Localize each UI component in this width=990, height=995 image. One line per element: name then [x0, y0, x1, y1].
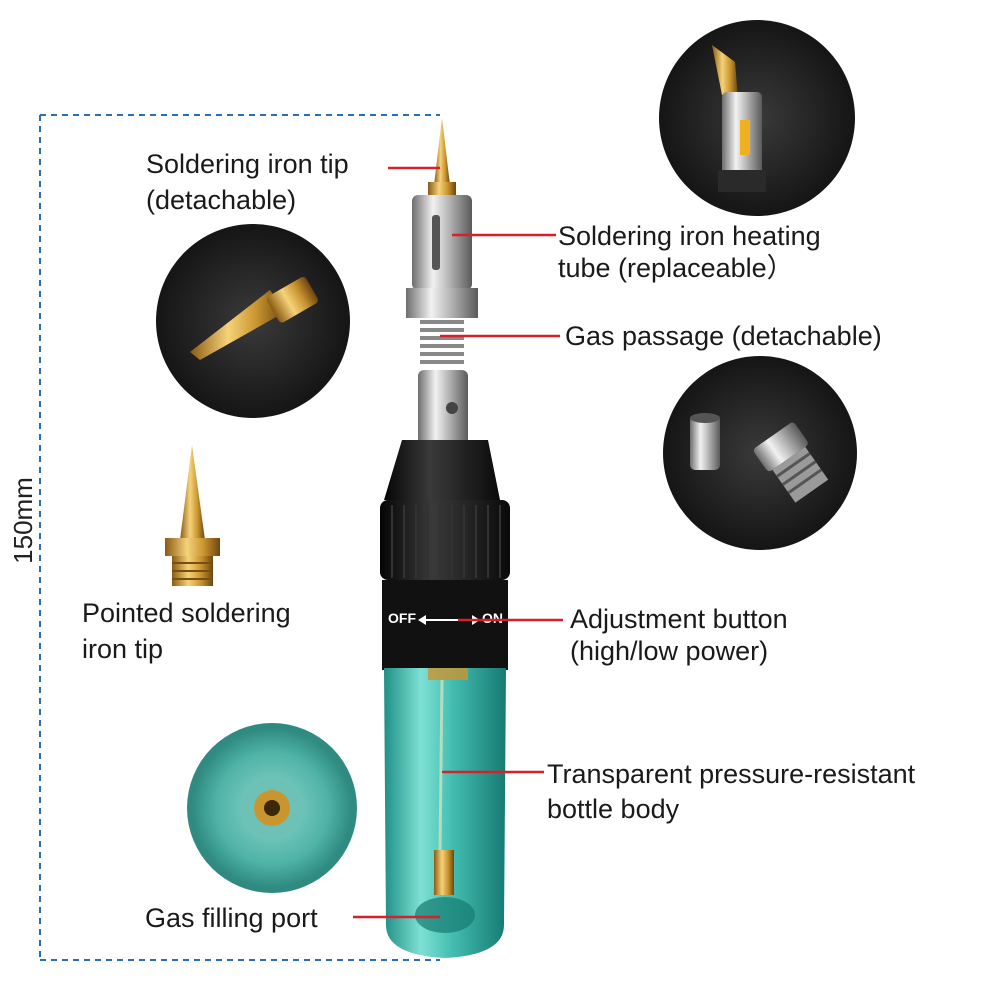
soldering-pen: OFF ON: [380, 118, 510, 958]
label-adjust-1: Adjustment button: [570, 604, 788, 634]
label-pointed-tip-2: iron tip: [82, 634, 164, 664]
switch-on-label: ON: [482, 610, 503, 626]
label-filling-port: Gas filling port: [145, 903, 318, 933]
heating-tube-closeup: [659, 20, 855, 216]
label-adjust-2: (high/low power): [570, 636, 769, 666]
gas-passage-closeup: [663, 356, 857, 550]
label-iron-tip-2: (detachable): [146, 185, 297, 215]
label-heating-tube-2: tube (replaceable）: [558, 253, 794, 283]
filling-port-closeup: [187, 723, 357, 893]
dimension-frame: [39, 114, 440, 961]
dimension-label: 150mm: [7, 477, 38, 564]
label-iron-tip-1: Soldering iron tip: [146, 149, 349, 179]
pointed-tip-image: [165, 445, 220, 586]
switch-off-label: OFF: [388, 610, 416, 626]
label-pointed-tip-1: Pointed soldering: [82, 598, 291, 628]
pointer-lines: [353, 166, 563, 919]
label-bottle-2: bottle body: [547, 794, 680, 824]
brass-tip-closeup: [156, 224, 350, 418]
label-bottle-1: Transparent pressure-resistant: [547, 759, 916, 789]
label-gas-passage: Gas passage (detachable): [565, 321, 882, 351]
label-heating-tube-1: Soldering iron heating: [558, 221, 821, 251]
